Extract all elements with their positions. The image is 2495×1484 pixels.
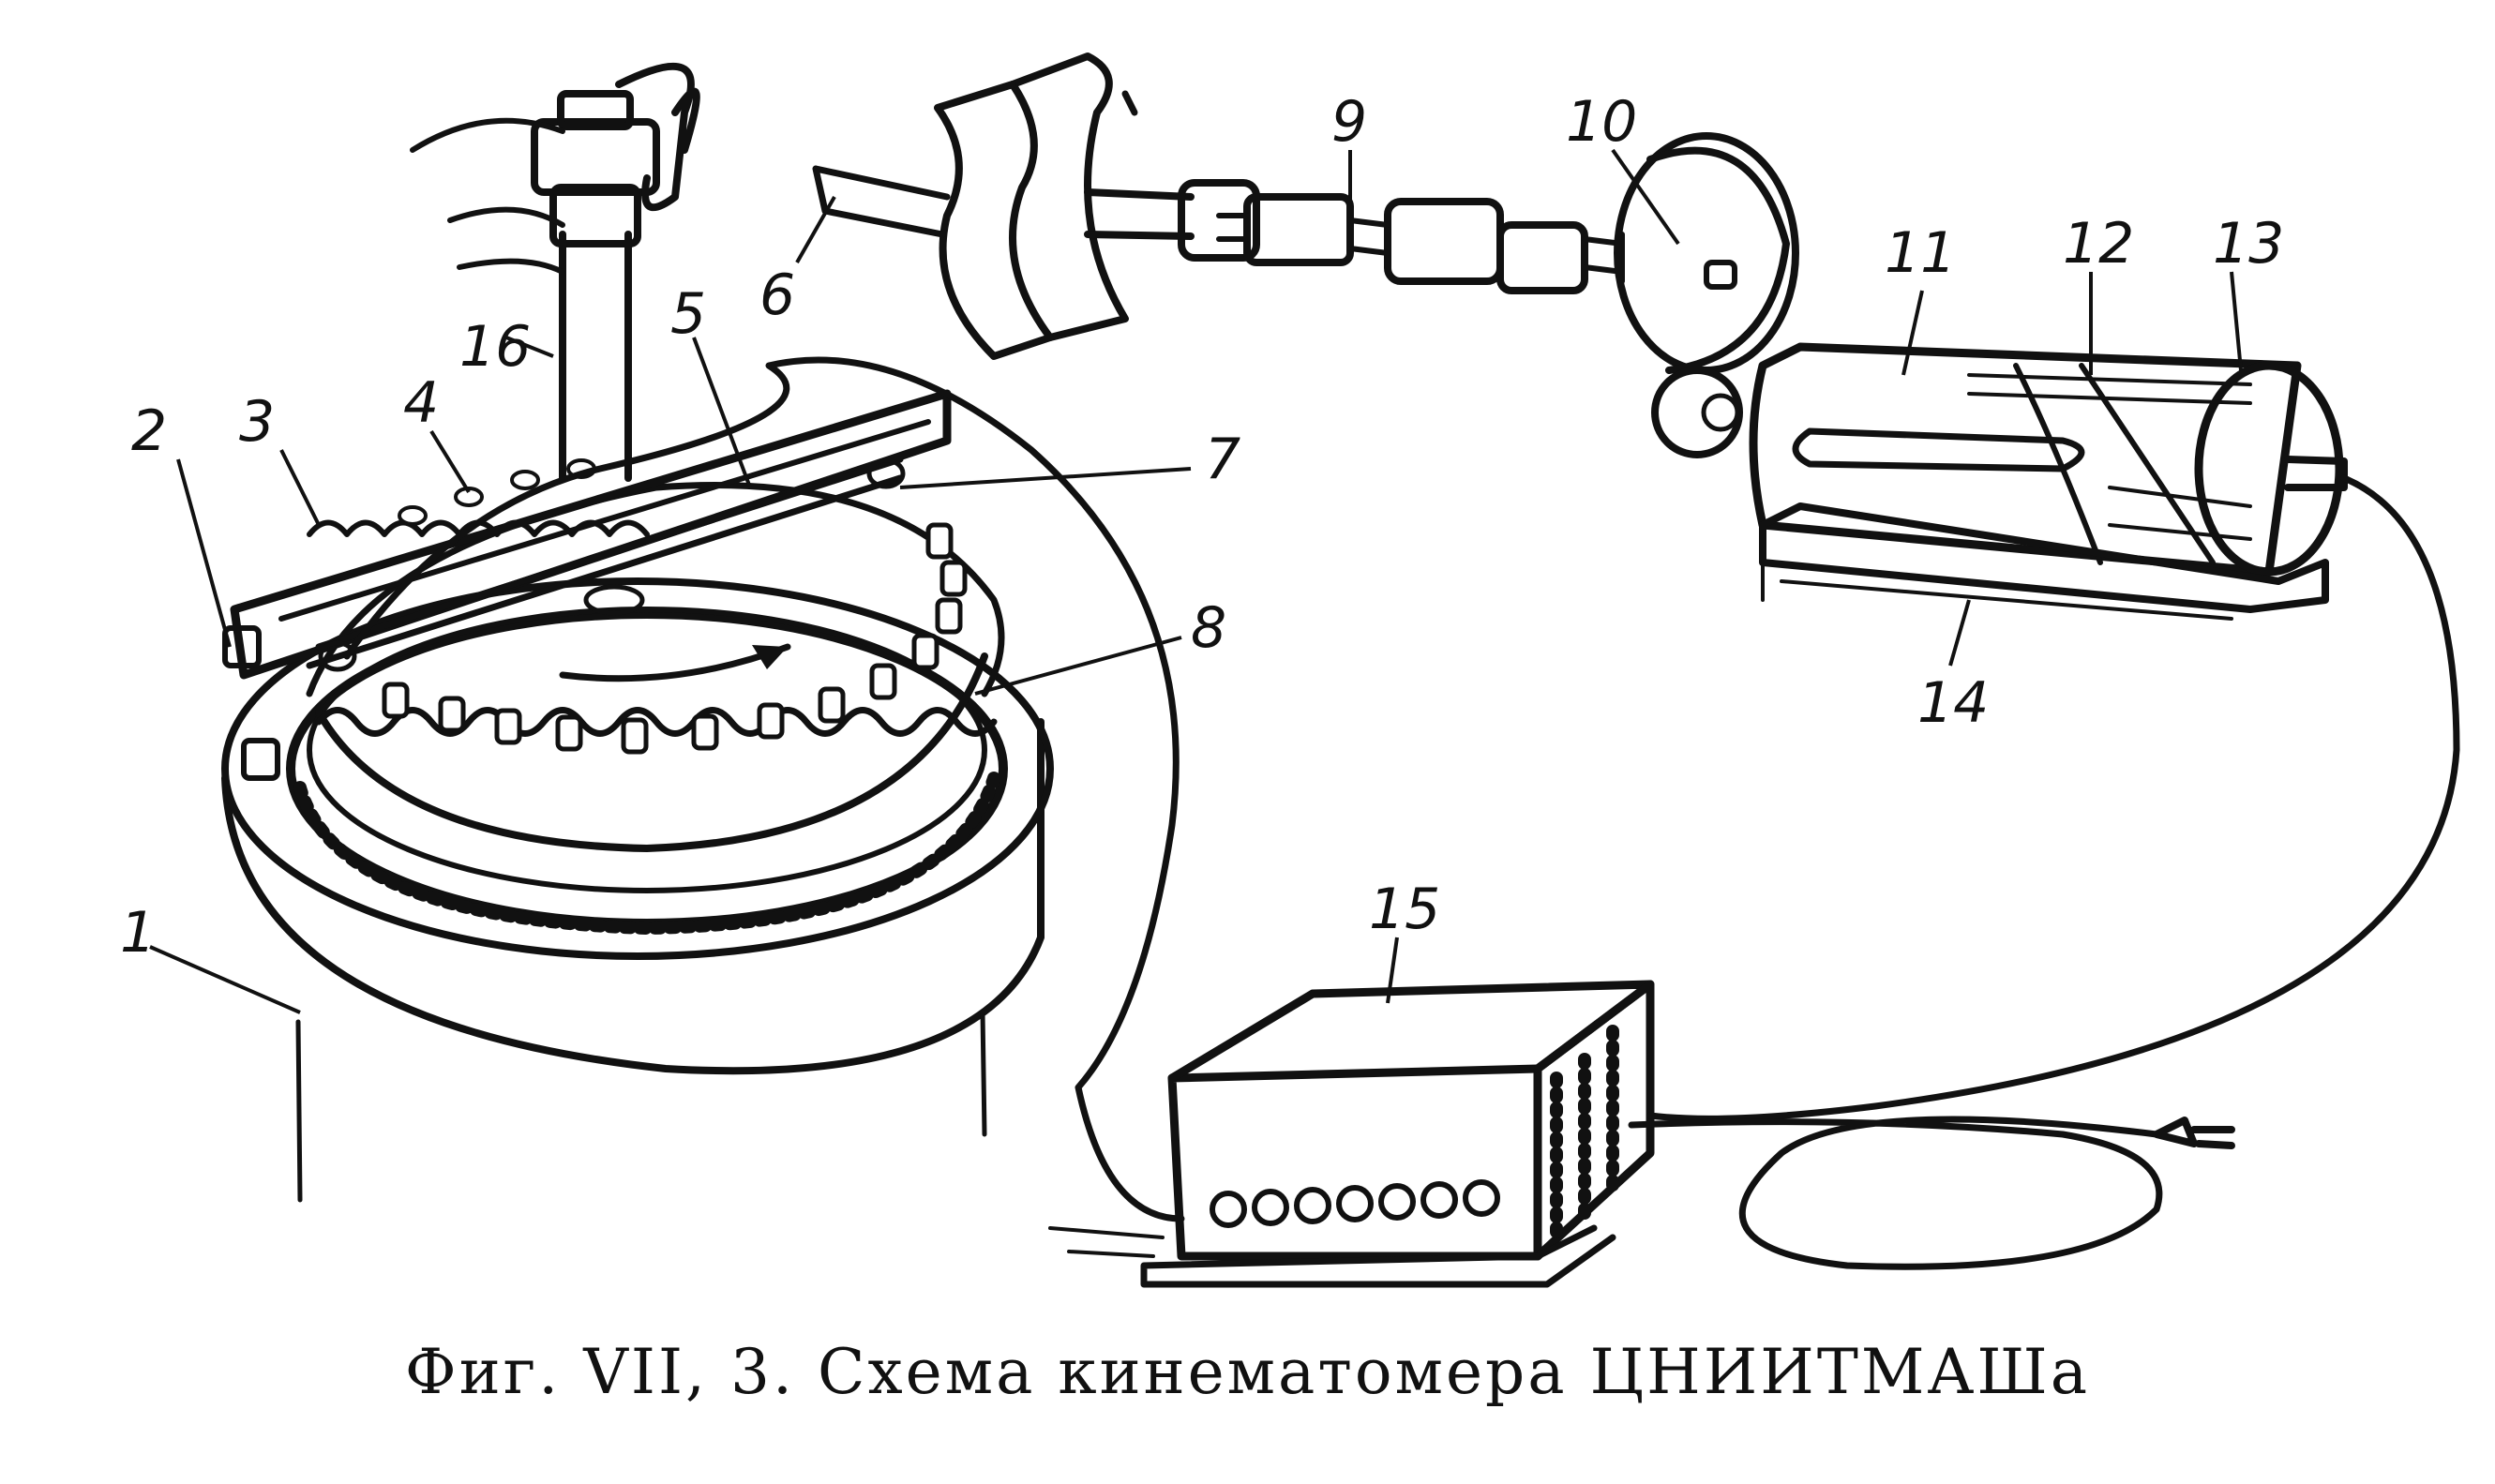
label-16: 16 xyxy=(459,314,531,380)
label-13: 13 xyxy=(2213,211,2284,277)
cables xyxy=(343,356,2460,1270)
label-8: 8 xyxy=(1191,595,1226,661)
gear-disk xyxy=(306,482,1005,852)
label-11: 11 xyxy=(1885,220,1956,286)
label-7: 7 xyxy=(1205,427,1240,492)
knurled-ring xyxy=(286,607,1008,935)
spindle xyxy=(410,62,700,482)
label-10: 10 xyxy=(1566,89,1637,155)
label-9: 9 xyxy=(1331,89,1367,155)
label-4: 4 xyxy=(403,370,439,436)
leader-lines xyxy=(149,148,2243,1014)
label-14: 14 xyxy=(1917,670,1989,736)
part-labels: 1 2 3 4 5 6 7 8 9 10 11 12 13 14 15 16 xyxy=(120,89,2284,966)
label-3: 3 xyxy=(239,389,275,455)
label-5: 5 xyxy=(670,281,706,347)
control-box xyxy=(1048,980,1655,1288)
drum-stand xyxy=(1759,502,2329,621)
shaft-couplings xyxy=(1084,179,1625,294)
recording-drum xyxy=(1749,342,2348,577)
lever-bar xyxy=(222,389,952,781)
roller xyxy=(812,52,1138,360)
label-1: 1 xyxy=(120,900,156,966)
label-12: 12 xyxy=(2063,211,2134,277)
label-15: 15 xyxy=(1369,877,1440,942)
base-cylinder xyxy=(221,577,1054,1203)
figure-caption: Фиг. VII, 3. Схема кинематомера ЦНИИТМАШ… xyxy=(404,1336,2091,1408)
label-6: 6 xyxy=(759,262,795,328)
label-2: 2 xyxy=(131,398,167,464)
gear-wheels xyxy=(1614,132,1799,458)
